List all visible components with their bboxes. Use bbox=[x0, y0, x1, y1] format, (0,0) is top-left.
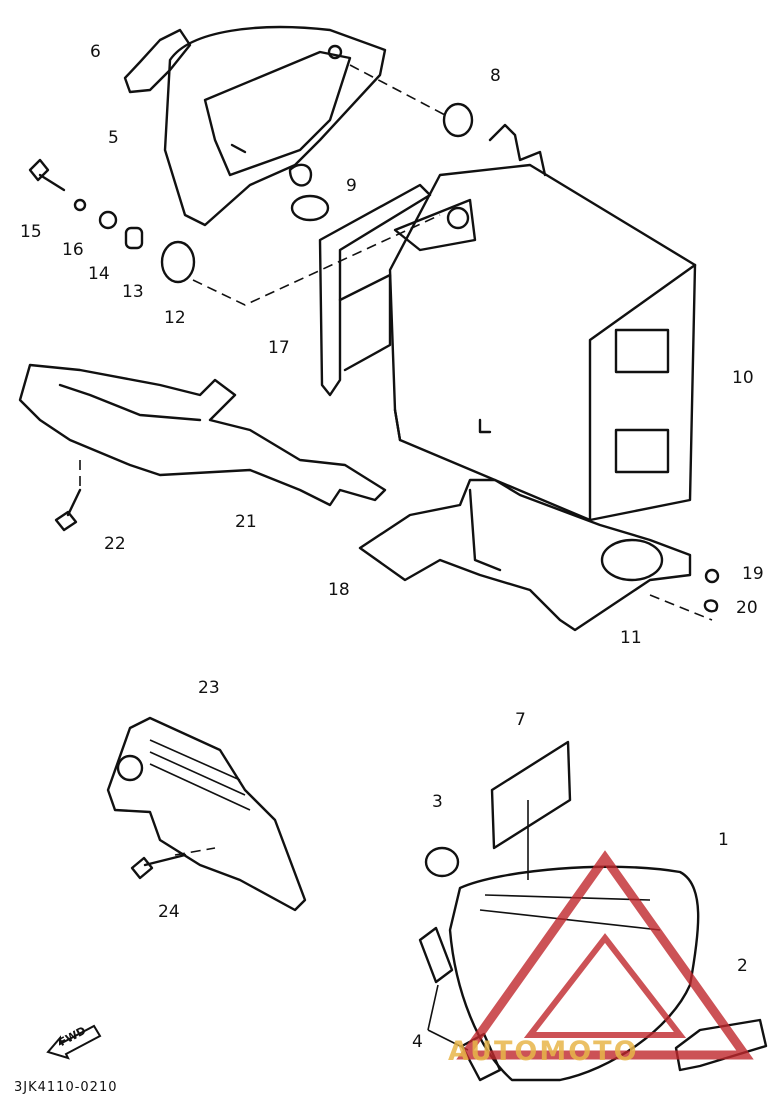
part-24-bolt bbox=[130, 853, 187, 880]
callout-14: 14 bbox=[88, 264, 110, 284]
leader-lines bbox=[79, 64, 713, 1051]
callout-4: 4 bbox=[412, 1032, 423, 1052]
part-10-battery-box bbox=[388, 123, 697, 522]
callout-19: 19 bbox=[742, 564, 764, 584]
callout-7: 7 bbox=[515, 710, 526, 730]
part-6-emblem bbox=[123, 28, 192, 94]
callout-17: 17 bbox=[268, 338, 290, 358]
callout-16: 16 bbox=[62, 240, 84, 260]
callout-2: 2 bbox=[737, 956, 748, 976]
part-11-grommet bbox=[600, 538, 664, 582]
watermark-logo bbox=[456, 850, 754, 1060]
part-17-bracket bbox=[318, 183, 432, 397]
callout-18: 18 bbox=[328, 580, 350, 600]
callout-24: 24 bbox=[158, 902, 180, 922]
watermark-text: AUTOMOTO bbox=[448, 1036, 639, 1067]
forward-direction-arrow: FWD bbox=[46, 1020, 106, 1060]
callout-10: 10 bbox=[732, 368, 754, 388]
part-22-bolt bbox=[54, 488, 82, 532]
callout-23: 23 bbox=[198, 678, 220, 698]
callout-15: 15 bbox=[20, 222, 42, 242]
callout-5: 5 bbox=[108, 128, 119, 148]
fwd-arrow-icon bbox=[46, 1024, 102, 1060]
callout-21: 21 bbox=[235, 512, 257, 532]
part-3-grommet bbox=[424, 846, 460, 878]
part-23-cover bbox=[106, 716, 307, 912]
part-7-label-plate bbox=[490, 740, 572, 850]
callout-1: 1 bbox=[718, 830, 729, 850]
drawing-code: 3JK4110-0210 bbox=[14, 1080, 118, 1095]
callout-20: 20 bbox=[736, 598, 758, 618]
hardware-15-16-14-13-12 bbox=[28, 158, 196, 284]
callout-6: 6 bbox=[90, 42, 101, 62]
callout-12: 12 bbox=[164, 308, 186, 328]
callout-11: 11 bbox=[620, 628, 642, 648]
part-2-emblem bbox=[674, 1018, 768, 1072]
parts-19-20 bbox=[703, 568, 720, 613]
callout-13: 13 bbox=[122, 282, 144, 302]
callout-3: 3 bbox=[432, 792, 443, 812]
callout-22: 22 bbox=[104, 534, 126, 554]
callout-8: 8 bbox=[490, 66, 501, 86]
callout-9: 9 bbox=[346, 176, 357, 196]
grommets-8-9 bbox=[290, 102, 474, 222]
part-21-tray bbox=[18, 363, 387, 507]
part-18-lower-bracket bbox=[358, 478, 692, 632]
part-5-side-cover bbox=[163, 25, 387, 227]
